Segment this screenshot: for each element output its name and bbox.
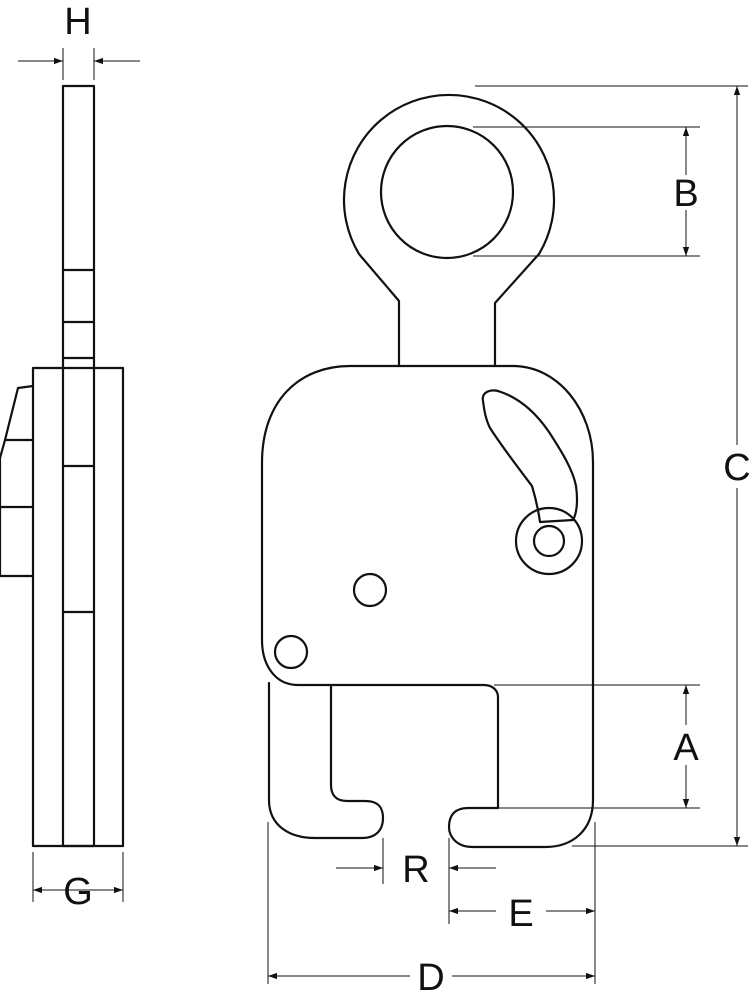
label-h: H bbox=[64, 1, 91, 43]
label-b: B bbox=[673, 173, 698, 215]
clamp-body bbox=[260, 364, 595, 849]
front-view bbox=[260, 93, 595, 849]
label-e: E bbox=[508, 893, 533, 935]
dimension-g: G bbox=[32, 852, 124, 913]
dimension-c: C bbox=[475, 85, 751, 847]
pivot-pin bbox=[532, 524, 566, 558]
side-view bbox=[0, 84, 125, 848]
label-g: G bbox=[63, 871, 93, 913]
dimension-b: B bbox=[473, 126, 700, 257]
dimension-r: R bbox=[336, 838, 496, 891]
label-c: C bbox=[723, 447, 750, 489]
rivet-lower-left bbox=[273, 634, 309, 670]
label-r: R bbox=[402, 849, 429, 891]
side-body-plates bbox=[31, 366, 125, 848]
eye-hole bbox=[379, 124, 515, 260]
rivet-center bbox=[352, 572, 388, 608]
side-cam-lever bbox=[0, 384, 35, 578]
dimension-d: D bbox=[267, 822, 595, 999]
dimension-h: H bbox=[18, 1, 140, 80]
label-a: A bbox=[673, 727, 699, 769]
dimension-e: E bbox=[448, 822, 596, 984]
lower-jaw bbox=[267, 681, 385, 840]
lifting-eye bbox=[342, 93, 556, 368]
lever-slot bbox=[481, 389, 579, 524]
dimension-a: A bbox=[494, 684, 700, 809]
pivot-ring bbox=[514, 506, 584, 576]
label-d: D bbox=[417, 957, 444, 999]
